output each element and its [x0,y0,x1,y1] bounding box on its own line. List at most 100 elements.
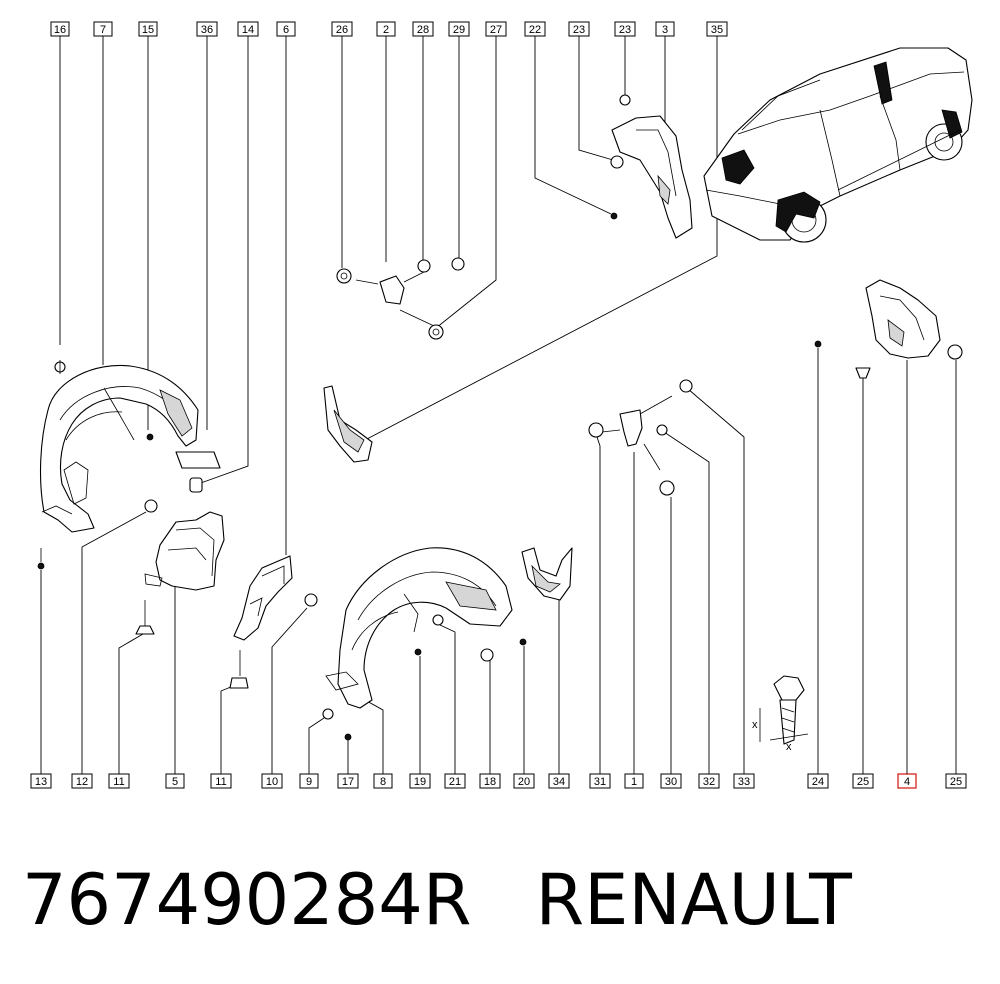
screw-17 [344,733,352,741]
part-number: 767490284R [22,859,472,941]
callout-24-label: 24 [812,776,824,788]
callout-32: 32 [698,773,720,789]
callout-27-label: 27 [490,24,502,36]
dimension-x-vertical: x [752,719,758,731]
screw-19 [414,648,422,656]
callout-26: 26 [331,21,353,37]
callout-25b: 25 [945,773,967,789]
nut-14 [189,477,203,493]
callout-31: 31 [589,773,611,789]
callout-22-label: 22 [529,24,541,36]
nut-26 [336,268,352,284]
callout-9-label: 9 [306,776,312,788]
callout-28: 28 [412,21,434,37]
callout-14-label: 14 [242,24,254,36]
clip-36 [175,451,221,469]
callout-11b: 11 [210,773,232,789]
brand-name: RENAULT [535,859,852,941]
screw-24 [814,340,822,348]
parts-diagram: 16 7 15 36 14 6 26 2 28 29 27 22 23 23 3… [30,21,973,789]
callout-20-label: 20 [518,776,530,788]
rear-mud-flap [521,547,573,601]
callout-12: 12 [71,773,93,789]
callout-13-label: 13 [35,776,47,788]
callout-21-label: 21 [449,776,461,788]
callout-9: 9 [299,773,319,789]
vehicle-overview [703,47,973,243]
callout-11a-label: 11 [113,776,124,788]
push-clip-11b [229,650,249,689]
callout-18-label: 18 [484,776,496,788]
callout-10: 10 [261,773,283,789]
clip-16 [54,360,66,374]
callout-19-label: 19 [414,776,426,788]
callout-15-label: 15 [142,24,154,36]
clip-9 [322,708,334,720]
callout-16: 16 [50,21,70,37]
clip-12 [144,499,158,513]
dimension-x-horizontal: x [786,741,792,753]
callout-29: 29 [448,21,470,37]
callout-30: 30 [660,773,682,789]
callout-20: 20 [513,773,535,789]
callout-19: 19 [409,773,431,789]
splash-shield-4 [865,279,941,359]
push-clip-11a [135,600,155,635]
clip-30 [659,480,675,496]
callout-10-label: 10 [266,776,278,788]
screw-15 [146,433,154,441]
callout-35-label: 35 [711,24,723,36]
callout-17: 17 [337,773,359,789]
callout-5-label: 5 [172,776,178,788]
clip-25-left [855,367,871,379]
callout-32-label: 32 [703,776,715,788]
callout-29-label: 29 [453,24,465,36]
callout-5: 5 [165,773,185,789]
callout-33: 33 [733,773,755,789]
callout-3: 3 [655,21,675,37]
callout-34: 34 [548,773,570,789]
callout-15: 15 [138,21,158,37]
callout-22: 22 [524,21,546,37]
front-mud-flap [323,385,373,463]
callout-36-label: 36 [201,24,213,36]
callout-2-label: 2 [383,24,389,36]
callout-36: 36 [196,21,218,37]
callout-14: 14 [237,21,259,37]
callout-4-label: 4 [904,776,910,788]
clip-28 [417,259,431,273]
clip-32 [656,424,668,436]
callout-7-label: 7 [100,24,106,36]
callout-16-label: 16 [54,24,66,36]
callout-30-label: 30 [665,776,677,788]
callout-24: 24 [807,773,829,789]
callout-23b-label: 23 [619,24,631,36]
callout-23a: 23 [568,21,590,37]
callout-12-label: 12 [76,776,88,788]
clip-29 [451,257,465,271]
callout-6-label: 6 [283,24,289,36]
air-deflector-bracket [144,511,225,591]
clip-33 [679,379,693,393]
clip-27 [428,324,444,340]
callout-8-label: 8 [380,776,386,788]
callout-3-label: 3 [662,24,668,36]
callout-35: 35 [706,21,728,37]
screw-22 [610,212,618,220]
callout-18: 18 [479,773,501,789]
callout-33-label: 33 [738,776,750,788]
callout-7: 7 [93,21,113,37]
middle-bracket-1 [601,395,673,471]
screw-13 [37,548,45,570]
side-bracket [233,555,293,641]
clip-18 [480,648,494,662]
bolt-detail: x x [752,675,809,753]
callout-11b-label: 11 [215,776,226,788]
front-wheel-arch-liner [39,364,199,533]
footer-caption: 767490284R RENAULT [22,860,852,940]
callout-25a-label: 25 [857,776,869,788]
clip-10 [304,593,318,607]
callout-28-label: 28 [417,24,429,36]
screw-20 [519,638,527,646]
callout-21: 21 [444,773,466,789]
